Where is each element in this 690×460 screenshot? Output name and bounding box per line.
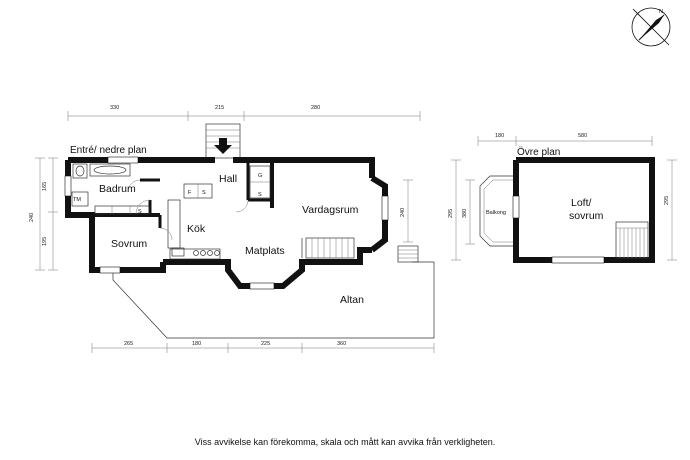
room-altan: Altan [340, 294, 364, 306]
lower-windows [64, 156, 389, 290]
staircase [301, 237, 355, 259]
upper-dimension-lines [451, 136, 677, 261]
upper-staircase [615, 221, 649, 259]
lower-dimension-labels: 330 215 280 265 180 225 360 165 195 240 … [29, 105, 406, 347]
north-arrow-icon: N [631, 7, 671, 47]
fixture-tm: TM [73, 197, 81, 203]
kitchen-fixtures [167, 165, 271, 260]
room-balkong: Balkong [486, 210, 506, 216]
upper-dim-right-1: 295 [664, 196, 670, 205]
fixture-g: G [258, 173, 262, 179]
dim-top-3: 280 [311, 105, 320, 111]
lower-walls [65, 157, 388, 289]
dim-bottom-3: 225 [261, 341, 270, 347]
room-loft: Loft/ [571, 197, 592, 209]
compass-label: N [659, 9, 663, 15]
fixture-f: F [188, 190, 192, 196]
dim-bottom-2: 180 [192, 341, 201, 347]
dim-bottom-1: 265 [124, 341, 133, 347]
room-kok: Kök [187, 223, 206, 235]
dim-right-1: 240 [400, 208, 406, 217]
upper-walls [512, 157, 655, 264]
bathroom-fixtures [71, 163, 150, 215]
fixture-s-kitchen: S [202, 190, 206, 196]
dim-left-1: 165 [42, 182, 48, 191]
altan-terrace [112, 245, 435, 339]
upper-dim-left-1: 295 [448, 209, 454, 218]
room-badrum: Badrum [99, 183, 136, 195]
room-hall: Hall [219, 173, 237, 185]
upper-dim-top-1: 180 [495, 133, 504, 139]
lower-dimension-lines [35, 111, 435, 353]
room-vardagsrum: Vardagsrum [302, 204, 359, 216]
dim-top-1: 330 [110, 105, 119, 111]
upper-plan-title: Övre plan [517, 146, 560, 158]
room-loft-sovrum: sovrum [569, 210, 604, 222]
entry-arrow-icon [214, 138, 232, 154]
dim-left-2: 195 [42, 237, 48, 246]
room-sovrum: Sovrum [111, 238, 147, 250]
upper-dim-left-2: 380 [462, 209, 468, 218]
disclaimer-text: Viss avvikelse kan förekomma, skala och … [194, 437, 496, 447]
dim-top-2: 215 [215, 105, 224, 111]
balcony [479, 175, 516, 247]
dim-bottom-4: 360 [337, 341, 346, 347]
dim-left-3: 240 [29, 213, 35, 222]
fixture-s-hall: S [258, 192, 262, 198]
door-swings [127, 179, 249, 241]
fixture-s-bath: S [138, 209, 142, 215]
room-matplats: Matplats [245, 245, 285, 257]
upper-dim-top-2: 580 [578, 133, 587, 139]
lower-plan-title: Entré/ nedre plan [70, 145, 147, 156]
